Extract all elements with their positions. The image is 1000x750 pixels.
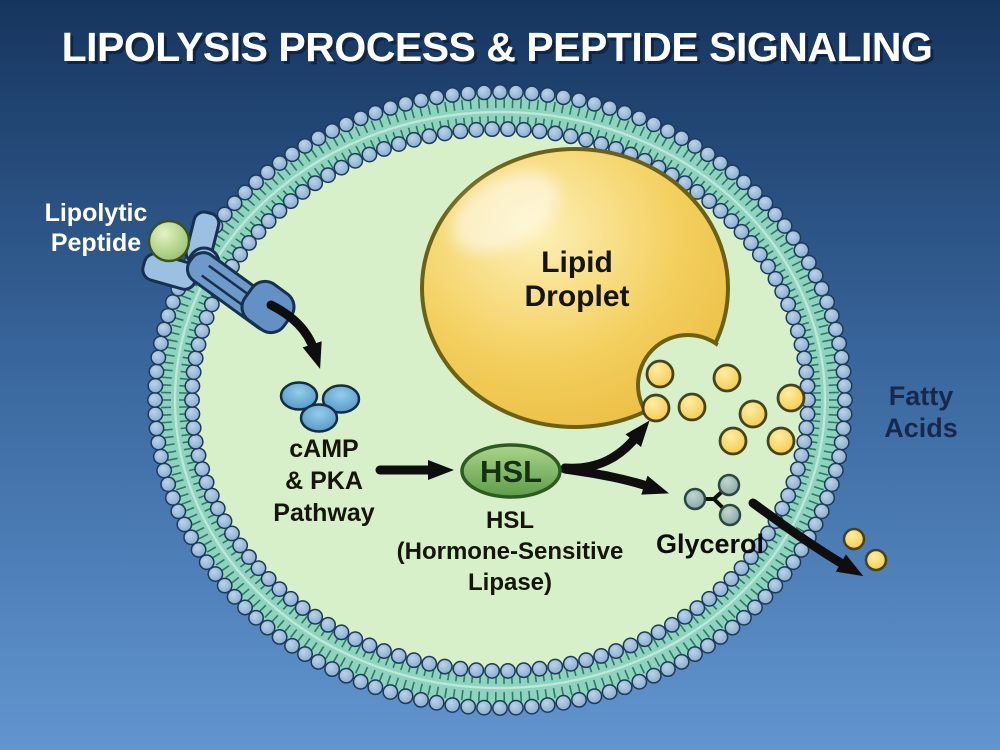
hsl-enzyme-oval	[460, 443, 562, 499]
label-camp-pka-pathway: cAMP & PKA Pathway	[273, 435, 375, 527]
svg-text:Lipase): Lipase)	[468, 569, 552, 596]
fatty-acid-droplets-outside	[842, 527, 888, 572]
svg-text:Lipid: Lipid	[541, 246, 613, 279]
label-hsl-caption: HSL (Hormone-Sensitive Lipase)	[397, 507, 624, 596]
svg-text:Fatty: Fatty	[889, 381, 954, 411]
label-fatty-acids: Fatty Acids	[884, 381, 958, 443]
peptide-receptor	[141, 210, 296, 335]
droplet-highlight	[451, 171, 559, 253]
arrow-receptor-to-camp	[266, 300, 322, 370]
label-lipid-droplet: Lipid Droplet	[525, 246, 630, 313]
svg-text:cAMP: cAMP	[289, 435, 358, 463]
arrow-export-through-membrane	[748, 498, 864, 577]
svg-text:& PKA: & PKA	[285, 467, 363, 495]
page-title: LIPOLYSIS PROCESS & PEPTIDE SIGNALING	[62, 24, 933, 70]
svg-text:(Hormone-Sensitive: (Hormone-Sensitive	[397, 538, 624, 565]
label-glycerol: Glycerol	[656, 529, 764, 559]
label-lipolytic-peptide: Lipolytic Peptide	[45, 199, 148, 257]
svg-text:Droplet: Droplet	[525, 280, 630, 313]
arrow-hsl-to-glycerol	[560, 464, 669, 495]
svg-text:Lipolytic: Lipolytic	[45, 199, 148, 227]
svg-text:Peptide: Peptide	[51, 229, 141, 257]
svg-text:HSL: HSL	[486, 507, 534, 534]
page-title-shadow: LIPOLYSIS PROCESS & PEPTIDE SIGNALING	[65, 27, 936, 73]
camp-molecules	[279, 381, 361, 433]
signal-arrows	[266, 300, 864, 577]
label-hsl-badge: HSL	[480, 454, 542, 489]
lipolytic-peptide-ball	[147, 219, 191, 263]
svg-text:Acids: Acids	[884, 413, 958, 443]
glycerol-molecule	[683, 473, 742, 527]
svg-text:Pathway: Pathway	[273, 499, 375, 527]
fatty-acid-droplets	[641, 359, 806, 456]
